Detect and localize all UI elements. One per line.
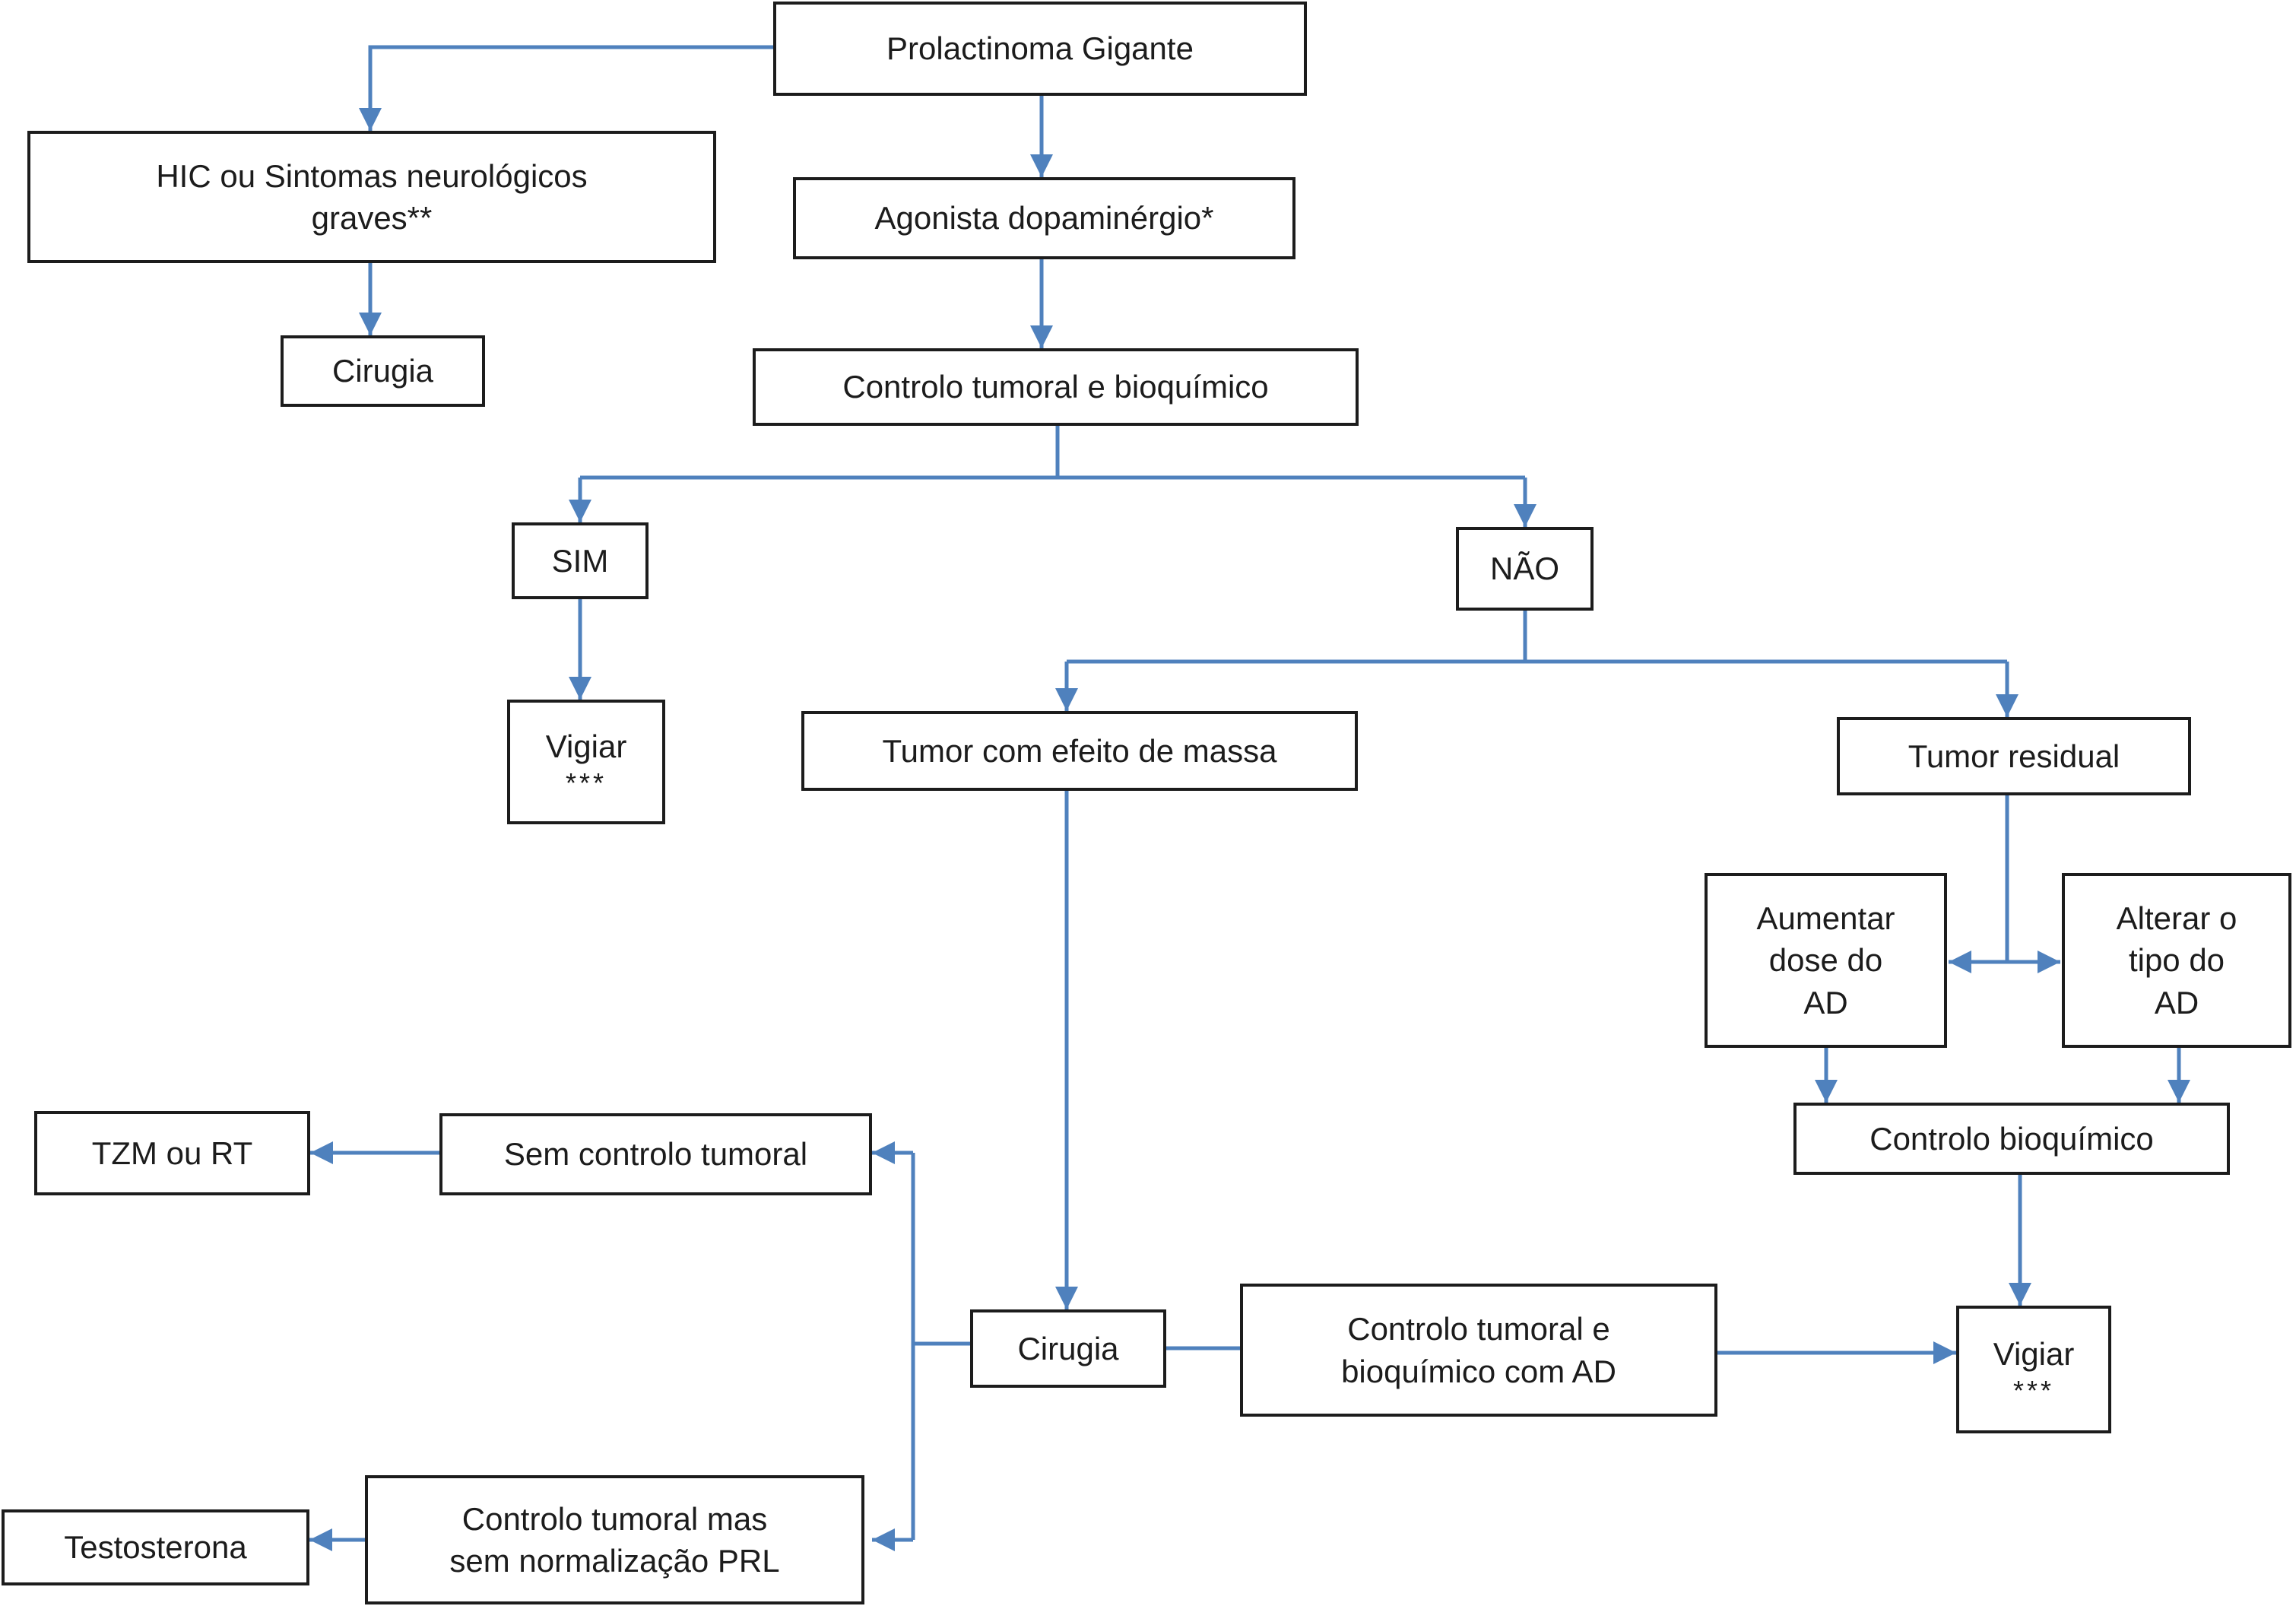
node-label: TZM ou RT	[91, 1135, 253, 1171]
node-label: Cirugia	[331, 353, 434, 389]
connector-prolactinoma-hic	[359, 45, 773, 131]
node-tumor-efeito-massa: Tumor com efeito de massa	[801, 711, 1358, 791]
node-label: Agonista dopaminérgio*	[874, 200, 1214, 236]
node-hic-sintomas-neurologicos: HIC ou Sintomas neurológicos graves**	[27, 131, 716, 263]
node-tumor-residual: Tumor residual	[1837, 717, 2191, 795]
node-note-asterisks: ***	[565, 766, 607, 798]
node-controlo-tumoral-bioquimico-com-ad: Controlo tumoral e bioquímico com AD	[1240, 1284, 1717, 1417]
node-label: Controlo tumoral e bioquímico	[842, 369, 1269, 405]
node-label: Vigiar	[1993, 1336, 2075, 1373]
node-label: Alterar o tipo do AD	[2116, 900, 2237, 1020]
node-label: SIM	[551, 542, 609, 579]
node-controlo-sem-normalizacao-prl: Controlo tumoral mas sem normalização PR…	[365, 1475, 864, 1604]
node-alterar-tipo-ad: Alterar o tipo do AD	[2062, 873, 2291, 1048]
node-label: Controlo tumoral mas sem normalização PR…	[449, 1500, 780, 1579]
node-label: NÃO	[1489, 551, 1559, 587]
node-label: Tumor residual	[1908, 738, 2120, 774]
node-controlo-tumoral-bioquimico: Controlo tumoral e bioquímico	[753, 348, 1359, 426]
node-aumentar-dose-ad: Aumentar dose do AD	[1705, 873, 1947, 1048]
node-label: Sem controlo tumoral	[503, 1136, 808, 1173]
node-vigiar-sim: Vigiar ***	[507, 700, 665, 824]
node-cirugia-central: Cirugia	[970, 1309, 1166, 1388]
node-prolactinoma-gigante: Prolactinoma Gigante	[773, 2, 1307, 96]
node-tzm-ou-rt: TZM ou RT	[34, 1111, 310, 1195]
node-agonista-dopaminergio: Agonista dopaminérgio*	[793, 177, 1295, 259]
node-sem-controlo-tumoral: Sem controlo tumoral	[439, 1113, 872, 1195]
node-cirugia-esquerda: Cirugia	[281, 335, 485, 407]
node-label: Vigiar	[545, 728, 627, 765]
node-label: Cirugia	[1017, 1330, 1119, 1366]
node-note-asterisks: ***	[2012, 1374, 2055, 1406]
node-label: Controlo bioquímico	[1869, 1120, 2154, 1157]
node-controlo-bioquimico: Controlo bioquímico	[1793, 1103, 2230, 1175]
node-label: Aumentar dose do AD	[1756, 900, 1895, 1020]
node-label: Testosterona	[64, 1529, 247, 1566]
node-sim: SIM	[512, 522, 649, 599]
node-vigiar-ad: Vigiar ***	[1956, 1306, 2111, 1433]
node-nao: NÃO	[1456, 527, 1594, 611]
node-label: Prolactinoma Gigante	[886, 30, 1194, 67]
node-testosterona: Testosterona	[2, 1509, 309, 1585]
node-label: Tumor com efeito de massa	[882, 732, 1277, 769]
node-label: Controlo tumoral e bioquímico com AD	[1341, 1311, 1616, 1389]
node-label: HIC ou Sintomas neurológicos graves**	[156, 157, 588, 236]
